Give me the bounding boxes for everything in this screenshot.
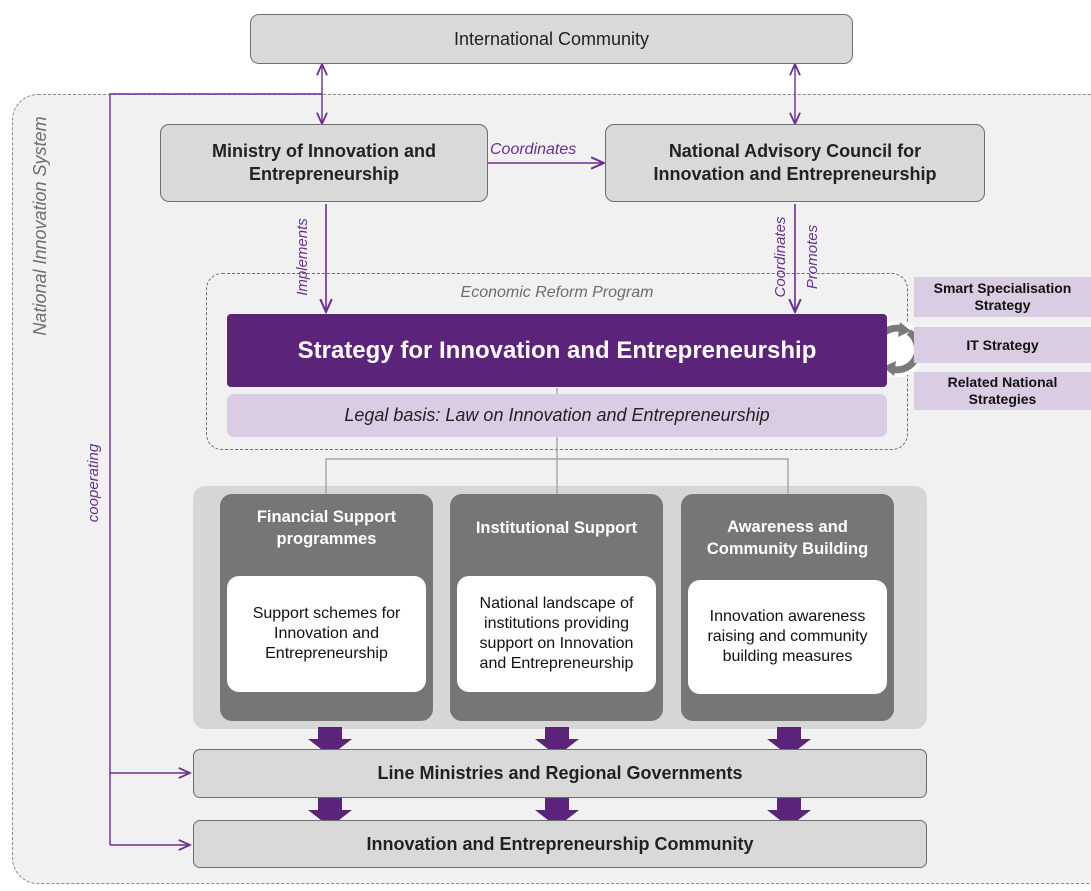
flow-arrow (767, 798, 811, 827)
community-node: Innovation and Entrepreneurship Communit… (193, 820, 927, 868)
line-ministries-node: Line Ministries and Regional Governments (193, 749, 927, 798)
implements-label: Implements (293, 218, 311, 296)
pillar-awareness: Awareness and Community Building Innovat… (681, 494, 894, 721)
ministry-node: Ministry of Innovation and Entrepreneurs… (160, 124, 488, 202)
pillar-institutional: Institutional Support National landscape… (450, 494, 663, 721)
side-strategy-related: Related National Strategies (914, 372, 1091, 410)
pillar-body: Innovation awareness raising and communi… (688, 580, 887, 694)
coordinates-label: Coordinates (490, 141, 577, 158)
cooperating-line (109, 93, 322, 845)
international-community-node: International Community (250, 14, 853, 64)
pillar-title: Awareness and Community Building (706, 518, 869, 558)
coordinates-vertical-label: Coordinates (771, 216, 789, 298)
flow-arrows (308, 727, 811, 827)
flow-arrow (535, 727, 579, 756)
connector-pillars-bar (325, 458, 789, 494)
side-strategy-it: IT Strategy (914, 327, 1091, 363)
council-node: National Advisory Council for Innovation… (605, 124, 985, 202)
promotes-label: Promotes (803, 224, 821, 290)
pillar-title: Institutional Support (475, 519, 638, 537)
flow-arrow (308, 727, 352, 756)
cooperating-label: cooperating (84, 443, 102, 523)
pillar-financial: Financial Support programmes Support sch… (220, 494, 433, 721)
economic-reform-program-label: Economic Reform Program (460, 284, 654, 301)
strategy-node: Strategy for Innovation and Entrepreneur… (227, 314, 887, 387)
pillar-body: National landscape of institutions provi… (457, 576, 656, 692)
flow-arrow (535, 798, 579, 827)
side-strategy-smart-specialisation: Smart Specialisation Strategy (914, 277, 1091, 317)
legal-basis-node: Legal basis: Law on Innovation and Entre… (227, 394, 887, 437)
pillar-title: Financial Support programmes (256, 508, 397, 548)
pillar-body: Support schemes for Innovation and Entre… (227, 576, 426, 692)
flow-arrow (767, 727, 811, 756)
flow-arrow (308, 798, 352, 827)
